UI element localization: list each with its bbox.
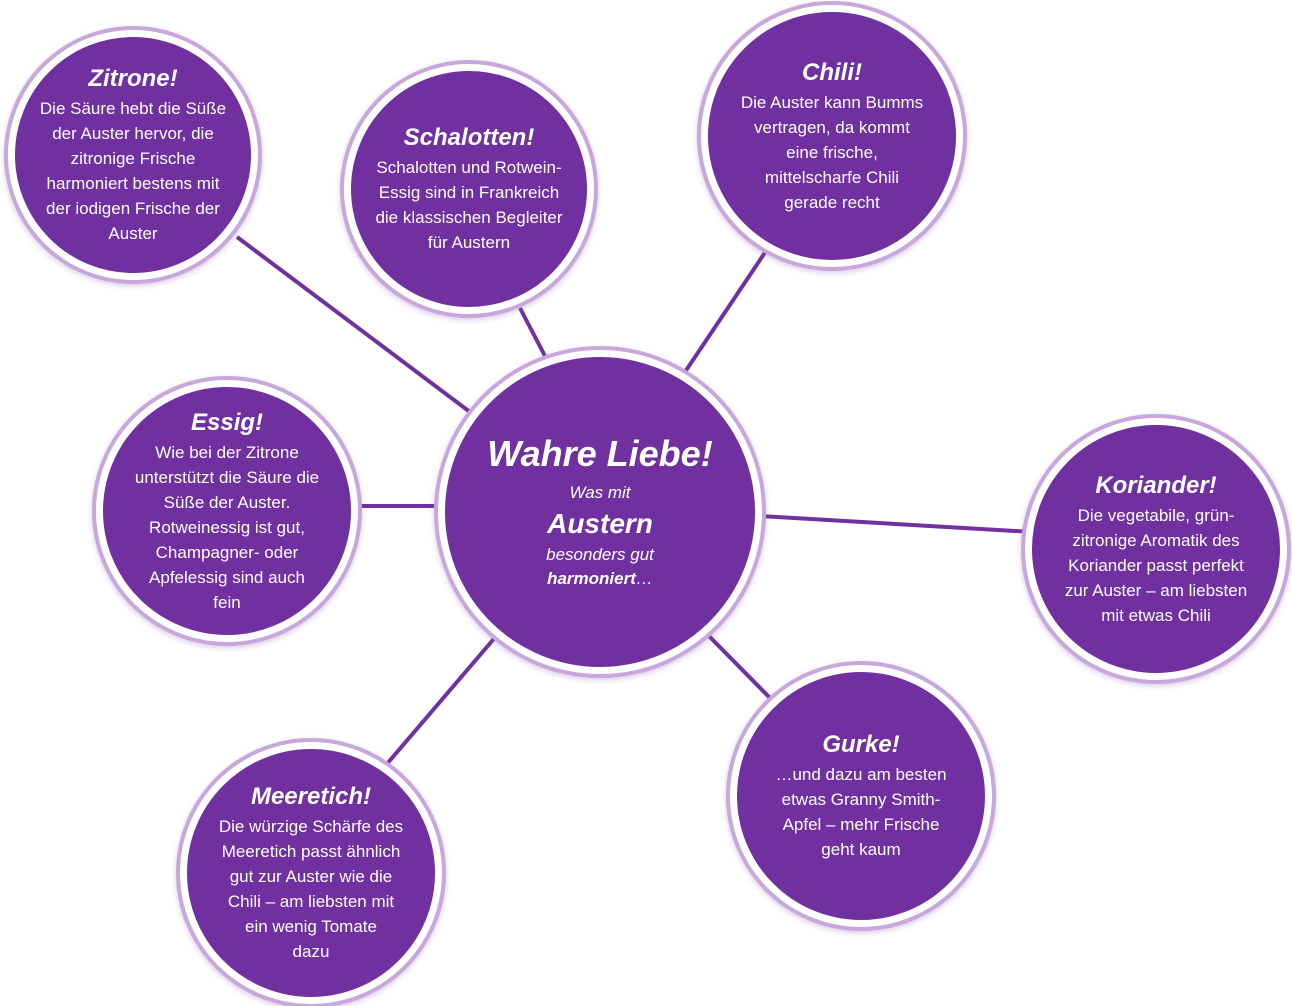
node-koriander: Koriander! Die vegetabile, grün- zitroni… bbox=[1025, 418, 1287, 680]
connector-koriander bbox=[759, 514, 1033, 534]
node-meeretich-title: Meeretich! bbox=[250, 783, 372, 810]
center-title: Wahre Liebe! bbox=[487, 433, 713, 474]
node-zitrone: Zitrone! Die Säure hebt die Süße der Aus… bbox=[8, 30, 258, 280]
center-line2: Austern bbox=[547, 508, 653, 539]
center-line3: besonders gut bbox=[546, 545, 654, 564]
node-meeretich-text: Die würzige Schärfe des Meeretich passt … bbox=[218, 817, 404, 961]
center-line1: Was mit bbox=[569, 483, 631, 502]
node-chili-title: Chili! bbox=[802, 58, 862, 86]
connector-chili bbox=[683, 246, 770, 374]
node-chili: Chili! Die Auster kann Bumms vertragen, … bbox=[701, 5, 963, 267]
node-schalotten-title: Schalotten! bbox=[403, 124, 535, 151]
connector-meeretich bbox=[384, 632, 500, 767]
node-center: Wahre Liebe! Was mit Austern besonders g… bbox=[438, 350, 762, 674]
node-schalotten-text: Schalotten und Rotwein- Essig sind in Fr… bbox=[375, 158, 563, 252]
node-meeretich: Meeretich! Die würzige Schärfe des Meere… bbox=[180, 742, 442, 1004]
node-koriander-title: Koriander! bbox=[1095, 471, 1217, 499]
connector-schalotten bbox=[518, 307, 548, 359]
node-koriander-text: Die vegetabile, grün- zitronige Aromatik… bbox=[1064, 505, 1248, 625]
connector-gurke bbox=[701, 628, 774, 702]
center-line4: harmoniert… bbox=[547, 569, 653, 588]
node-chili-text: Die Auster kann Bumms vertragen, da komm… bbox=[740, 92, 924, 212]
connector-zitrone bbox=[235, 235, 472, 414]
node-gurke: Gurke! …und dazu am besten etwas Granny … bbox=[730, 665, 992, 927]
node-zitrone-text: Die Säure hebt die Süße der Auster hervo… bbox=[39, 99, 227, 243]
node-gurke-title: Gurke! bbox=[822, 731, 900, 758]
node-zitrone-title: Zitrone! bbox=[88, 65, 178, 92]
node-essig-text: Wie bei der Zitrone unterstützt die Säur… bbox=[134, 442, 320, 612]
node-essig-title: Essig! bbox=[190, 408, 264, 436]
node-gurke-text: …und dazu am besten etwas Granny Smith- … bbox=[775, 765, 947, 859]
node-schalotten: Schalotten! Schalotten und Rotwein- Essi… bbox=[344, 64, 594, 314]
node-essig: Essig! Wie bei der Zitrone unterstützt d… bbox=[96, 380, 358, 642]
